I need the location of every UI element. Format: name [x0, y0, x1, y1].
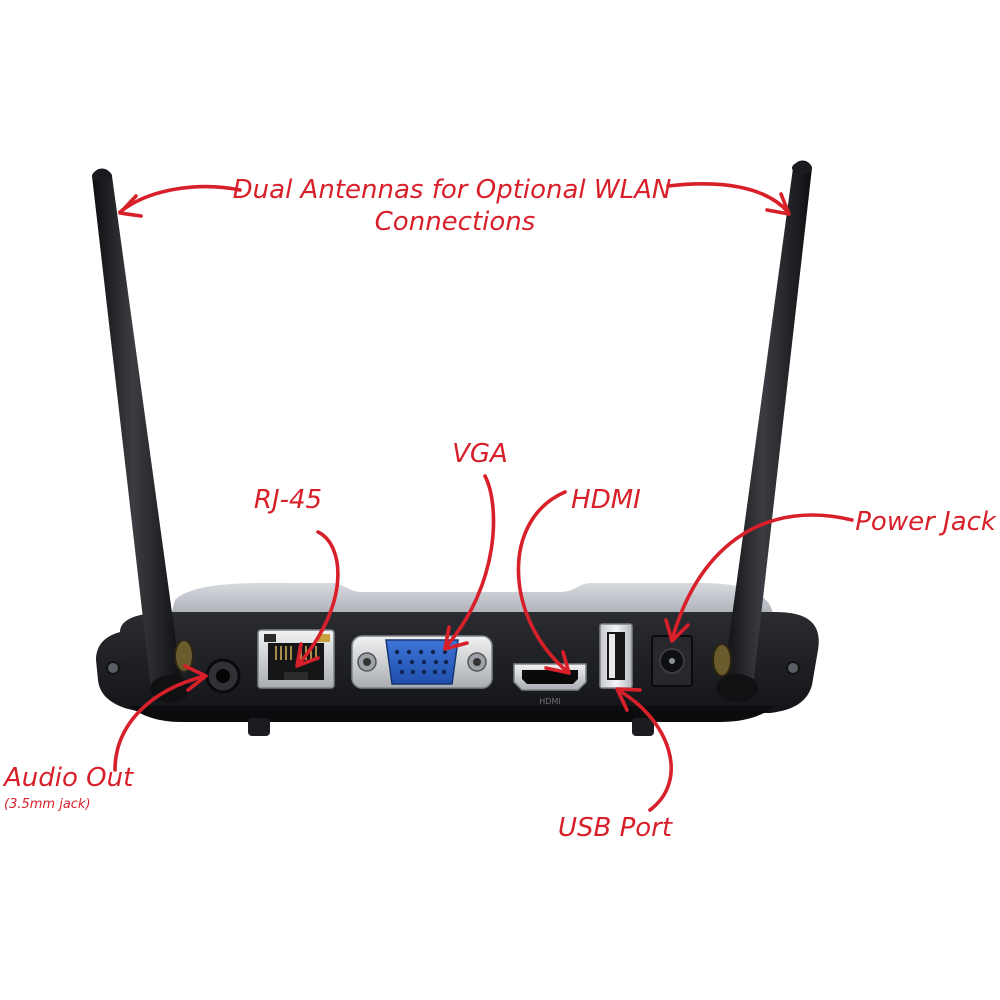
label-audio-out: Audio Out	[2, 763, 134, 793]
arrowhead-power-jack	[664, 618, 690, 643]
arrow-hdmi	[516, 490, 570, 674]
arrow-power-jack	[670, 513, 854, 642]
arrow-right-antenna	[666, 182, 790, 214]
arrow-vga	[443, 474, 496, 650]
foot-left	[248, 718, 270, 736]
screw-right	[786, 661, 800, 675]
label-power-jack: Power Jack	[855, 507, 997, 537]
audio-jack-port	[205, 658, 241, 694]
annotation-labels: Dual Antennas for Optional WLAN Connecti…	[2, 175, 997, 843]
label-usb-port: USB Port	[558, 813, 673, 843]
arrowhead-usb-port	[615, 687, 642, 712]
vga-port	[351, 635, 493, 689]
arrowhead-vga	[443, 625, 469, 651]
label-hdmi: HDMI	[571, 485, 641, 515]
label-audio-out-sub: (3.5mm jack)	[4, 797, 91, 812]
arrow-usb-port	[616, 688, 673, 812]
arrowhead-hdmi	[544, 650, 571, 675]
annotation-arrows	[113, 182, 854, 812]
arrowhead-audio-out	[183, 664, 208, 692]
label-vga: VGA	[452, 439, 508, 469]
foot-right	[632, 718, 654, 736]
label-antennas-line2: Connections	[375, 207, 536, 237]
arrowhead-rj45	[295, 642, 320, 668]
right-antenna	[712, 160, 812, 702]
arrow-left-antenna	[118, 184, 242, 214]
device-bottom-lip	[130, 706, 775, 722]
screw-left	[106, 661, 120, 675]
label-antennas-line1: Dual Antennas for Optional WLAN	[233, 175, 672, 205]
media-player-device: HDMI	[92, 160, 819, 736]
usb-port	[599, 623, 633, 689]
device-top-shell	[170, 582, 775, 618]
power-jack-port	[651, 635, 693, 687]
arrowhead-right-antenna	[765, 192, 791, 216]
arrowhead-left-antenna	[118, 194, 143, 218]
arrow-audio-out	[113, 674, 207, 772]
rj45-port	[257, 629, 335, 689]
label-rj45: RJ-45	[254, 485, 322, 515]
arrow-rj45	[296, 530, 340, 667]
hdmi-port-marking: HDMI	[539, 697, 560, 706]
